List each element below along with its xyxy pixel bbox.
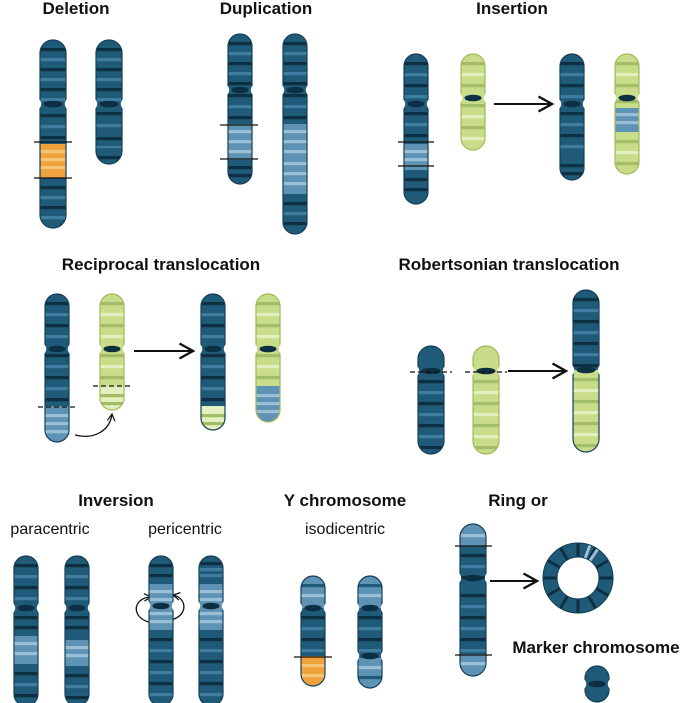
deletion-chromosome-deleted <box>95 39 123 165</box>
y-chromosome-normal <box>300 575 326 687</box>
robertsonian-green-before <box>472 345 500 455</box>
paracentric-normal <box>13 555 39 703</box>
paracentric-inverted <box>64 555 90 703</box>
isodicentric-label: isodicentric <box>305 521 385 538</box>
y-chromosome-isodicentric <box>357 575 383 689</box>
insertion-green-before <box>460 53 486 151</box>
insertion-green-after <box>614 53 640 175</box>
duplication-chromosome-duplicated <box>282 33 308 235</box>
deletion-title: Deletion <box>42 0 109 18</box>
robertsonian-fused <box>572 289 600 453</box>
robertsonian-blue-before <box>417 345 445 455</box>
insertion-blue-before <box>403 53 429 205</box>
reciprocal-green-after <box>255 293 281 423</box>
duplication-chromosome-normal <box>227 33 253 185</box>
marker-chromosome <box>584 665 610 703</box>
ring-chromosome <box>542 542 614 614</box>
pericentric-label: pericentric <box>148 521 222 538</box>
marker-chromosome-title: Marker chromosome <box>512 638 679 657</box>
pericentric-inverted <box>198 555 224 703</box>
pericentric-normal <box>148 555 174 703</box>
exchange-curved-arrow <box>74 412 116 437</box>
paracentric-label: paracentric <box>10 521 89 538</box>
inversion-title: Inversion <box>78 491 154 510</box>
ring-source-chromosome <box>459 523 487 677</box>
reciprocal-blue-after <box>200 293 226 431</box>
deletion-chromosome-normal <box>39 39 67 229</box>
reciprocal-blue-before <box>44 293 70 443</box>
robertsonian-translocation-title: Robertsonian translocation <box>398 255 619 274</box>
y-chromosome-title: Y chromosome <box>284 491 407 510</box>
duplication-title: Duplication <box>220 0 313 18</box>
ring-title: Ring or <box>488 491 548 510</box>
insertion-blue-after <box>559 53 585 181</box>
reciprocal-translocation-title: Reciprocal translocation <box>62 255 260 274</box>
reciprocal-green-before <box>99 293 125 411</box>
insertion-title: Insertion <box>476 0 548 18</box>
pericentric-flip-arrow-right <box>169 592 185 621</box>
pericentric-flip-arrow-left <box>135 593 154 624</box>
